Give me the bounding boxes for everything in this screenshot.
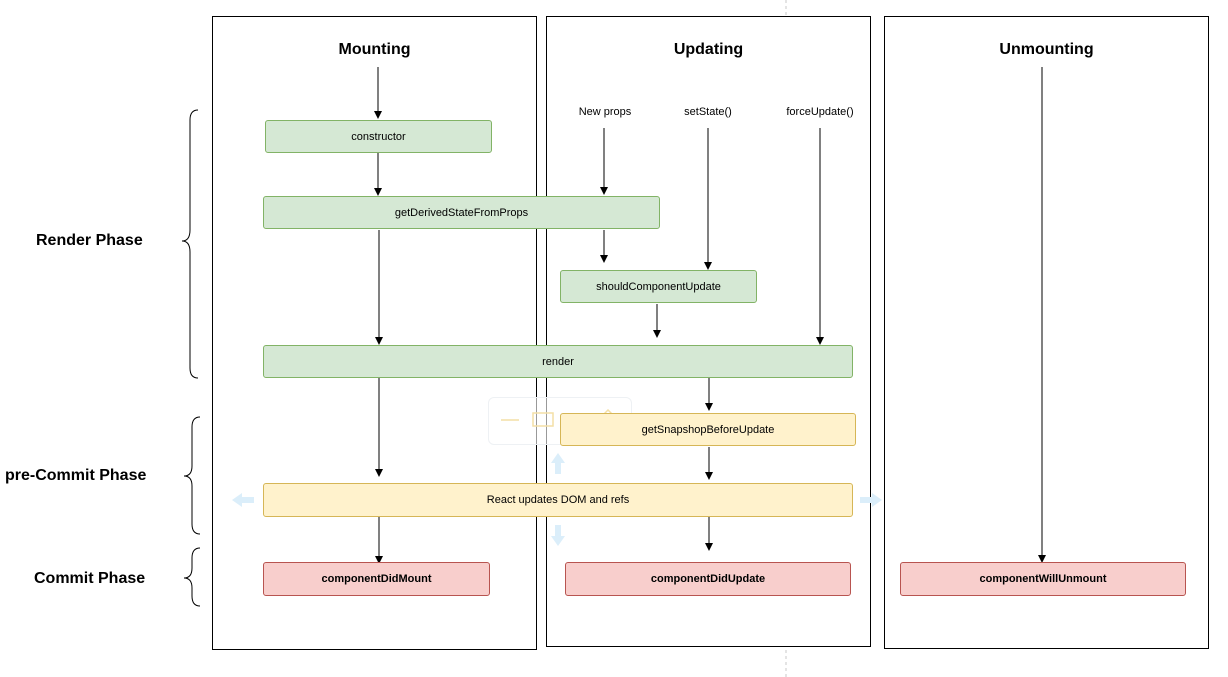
- force-update-label: forceUpdate(): [786, 106, 854, 118]
- component-will-unmount-node[interactable]: componentWillUnmount: [900, 562, 1186, 596]
- mounting-arrows: [374, 67, 383, 564]
- get-derived-state-from-props-node[interactable]: getDerivedStateFromProps: [263, 196, 660, 229]
- commit-phase-brace: [183, 547, 201, 607]
- set-state-label: setState(): [684, 106, 732, 118]
- ghost-arrow-left-icon: [232, 493, 254, 507]
- updating-title: Updating: [673, 41, 744, 58]
- should-component-update-node[interactable]: shouldComponentUpdate: [560, 270, 757, 303]
- constructor-node[interactable]: constructor: [265, 120, 492, 153]
- get-snapshot-before-update-node[interactable]: getSnapshopBeforeUpdate: [560, 413, 856, 446]
- new-props-label: New props: [578, 106, 632, 118]
- pre-commit-phase-label: pre-Commit Phase: [5, 467, 147, 484]
- ghost-hover-arrows: [232, 453, 882, 546]
- pre-commit-phase-brace: [183, 416, 201, 535]
- ghost-arrow-right-icon: [860, 493, 882, 507]
- updating-arrows: [600, 128, 824, 551]
- unmounting-title: Unmounting: [999, 41, 1094, 58]
- render-phase-label: Render Phase: [36, 232, 143, 249]
- unmounting-column: Unmounting: [884, 16, 1209, 649]
- mounting-column: Mounting: [212, 16, 537, 650]
- component-did-update-node[interactable]: componentDidUpdate: [565, 562, 851, 596]
- ghost-arrow-down-icon: [551, 525, 565, 546]
- react-updates-dom-node[interactable]: React updates DOM and refs: [263, 483, 853, 517]
- component-did-mount-node[interactable]: componentDidMount: [263, 562, 490, 596]
- updating-column: Updating: [546, 16, 871, 647]
- mounting-title: Mounting: [338, 41, 411, 58]
- render-phase-brace: [181, 109, 199, 379]
- ghost-arrow-up-icon: [551, 453, 565, 474]
- commit-phase-label: Commit Phase: [34, 570, 146, 587]
- render-node[interactable]: render: [263, 345, 853, 378]
